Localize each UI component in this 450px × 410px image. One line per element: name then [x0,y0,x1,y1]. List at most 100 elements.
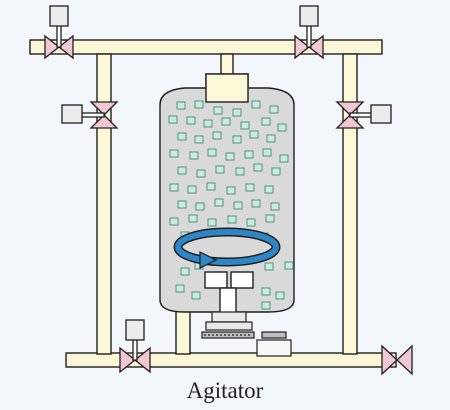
particle [214,198,224,207]
particle [246,218,256,227]
drive-housing [211,311,247,323]
motor-body [256,339,292,357]
particle [189,151,199,160]
particle [207,148,217,157]
particle [177,166,187,175]
right-riser-pipe [342,53,358,355]
particle [195,202,205,211]
gate-valve-icon-right [307,34,324,60]
top-feed-pipe [220,53,234,77]
valve-stem [349,112,373,118]
motor-gear [261,331,287,339]
gate-valve-icon [294,34,311,60]
left-riser-pipe [96,53,112,355]
particle [244,150,254,159]
swirl-ring-fill [175,229,279,265]
particle [264,262,274,271]
particle [188,214,198,223]
particle [251,100,261,109]
valve-stem [56,24,62,48]
particle [251,199,261,208]
particle [284,261,294,270]
particle [235,167,245,176]
particle [194,135,204,144]
particle [186,116,196,125]
particle [213,106,223,115]
particle [177,200,187,209]
diagram-caption: Agitator [186,378,264,403]
swirl-arrowhead [199,251,218,269]
particle [227,215,237,224]
bottom-right-valve [381,344,413,376]
particle [261,117,271,126]
gate-valve-icon [44,34,61,60]
particle [253,163,263,172]
impeller-blade-left [204,271,228,289]
valve-stem [132,338,138,361]
drive-flange [205,321,253,331]
valve-actuator-icon [299,5,319,27]
particle [266,134,276,143]
particle [262,148,272,157]
particle [232,135,242,144]
particle [277,123,287,132]
particle [194,100,204,109]
valve-stem [79,112,105,118]
particle [176,101,186,110]
particle [249,130,259,139]
gate-valve-icon [89,101,119,116]
particle [261,301,271,310]
particle [270,202,280,211]
suspended-particles [168,100,294,310]
valve-actuator-icon [370,104,392,124]
particle [215,165,225,174]
particle [233,201,243,210]
valve-stem [306,24,312,48]
particle [221,117,231,126]
particle [212,131,222,140]
gate-valve-icon-right [57,34,74,60]
particle [269,105,279,114]
gate-valve-icon [119,346,137,374]
top-header-pipe [29,39,383,55]
particle [225,152,235,161]
particle [203,119,213,128]
particle [177,132,187,141]
gate-valve-icon-right [396,344,413,376]
particle [175,284,185,293]
valve-actuator-icon [61,104,83,124]
particle [169,149,179,158]
particle [275,291,285,300]
particle [180,267,190,276]
particle [191,291,201,300]
left-riser-valve [61,101,119,129]
particle [232,108,242,117]
bottom-header-pipe [65,352,397,368]
particle [169,183,179,192]
tank-nozzle-cap [205,73,249,103]
valve-actuator-icon [49,5,69,27]
motor-icon [256,331,292,357]
particle [271,167,281,176]
particle [279,154,289,163]
drive-assembly [201,311,255,339]
particle [207,218,217,227]
particle [261,287,271,296]
particle [240,121,250,130]
particle [245,183,255,192]
impeller [204,271,254,317]
particle [264,185,274,194]
gate-valve-icon [381,344,398,376]
gate-valve-icon-lower [89,114,119,129]
bottom-left-valve [119,319,151,374]
particle [169,217,179,226]
particle [196,169,206,178]
valve-actuator-icon [125,319,145,341]
particle [206,182,216,191]
particle [226,186,236,195]
top-left-valve [44,5,74,60]
particle [265,214,275,223]
gate-valve-icon-right [133,346,151,374]
top-right-valve [294,5,324,60]
